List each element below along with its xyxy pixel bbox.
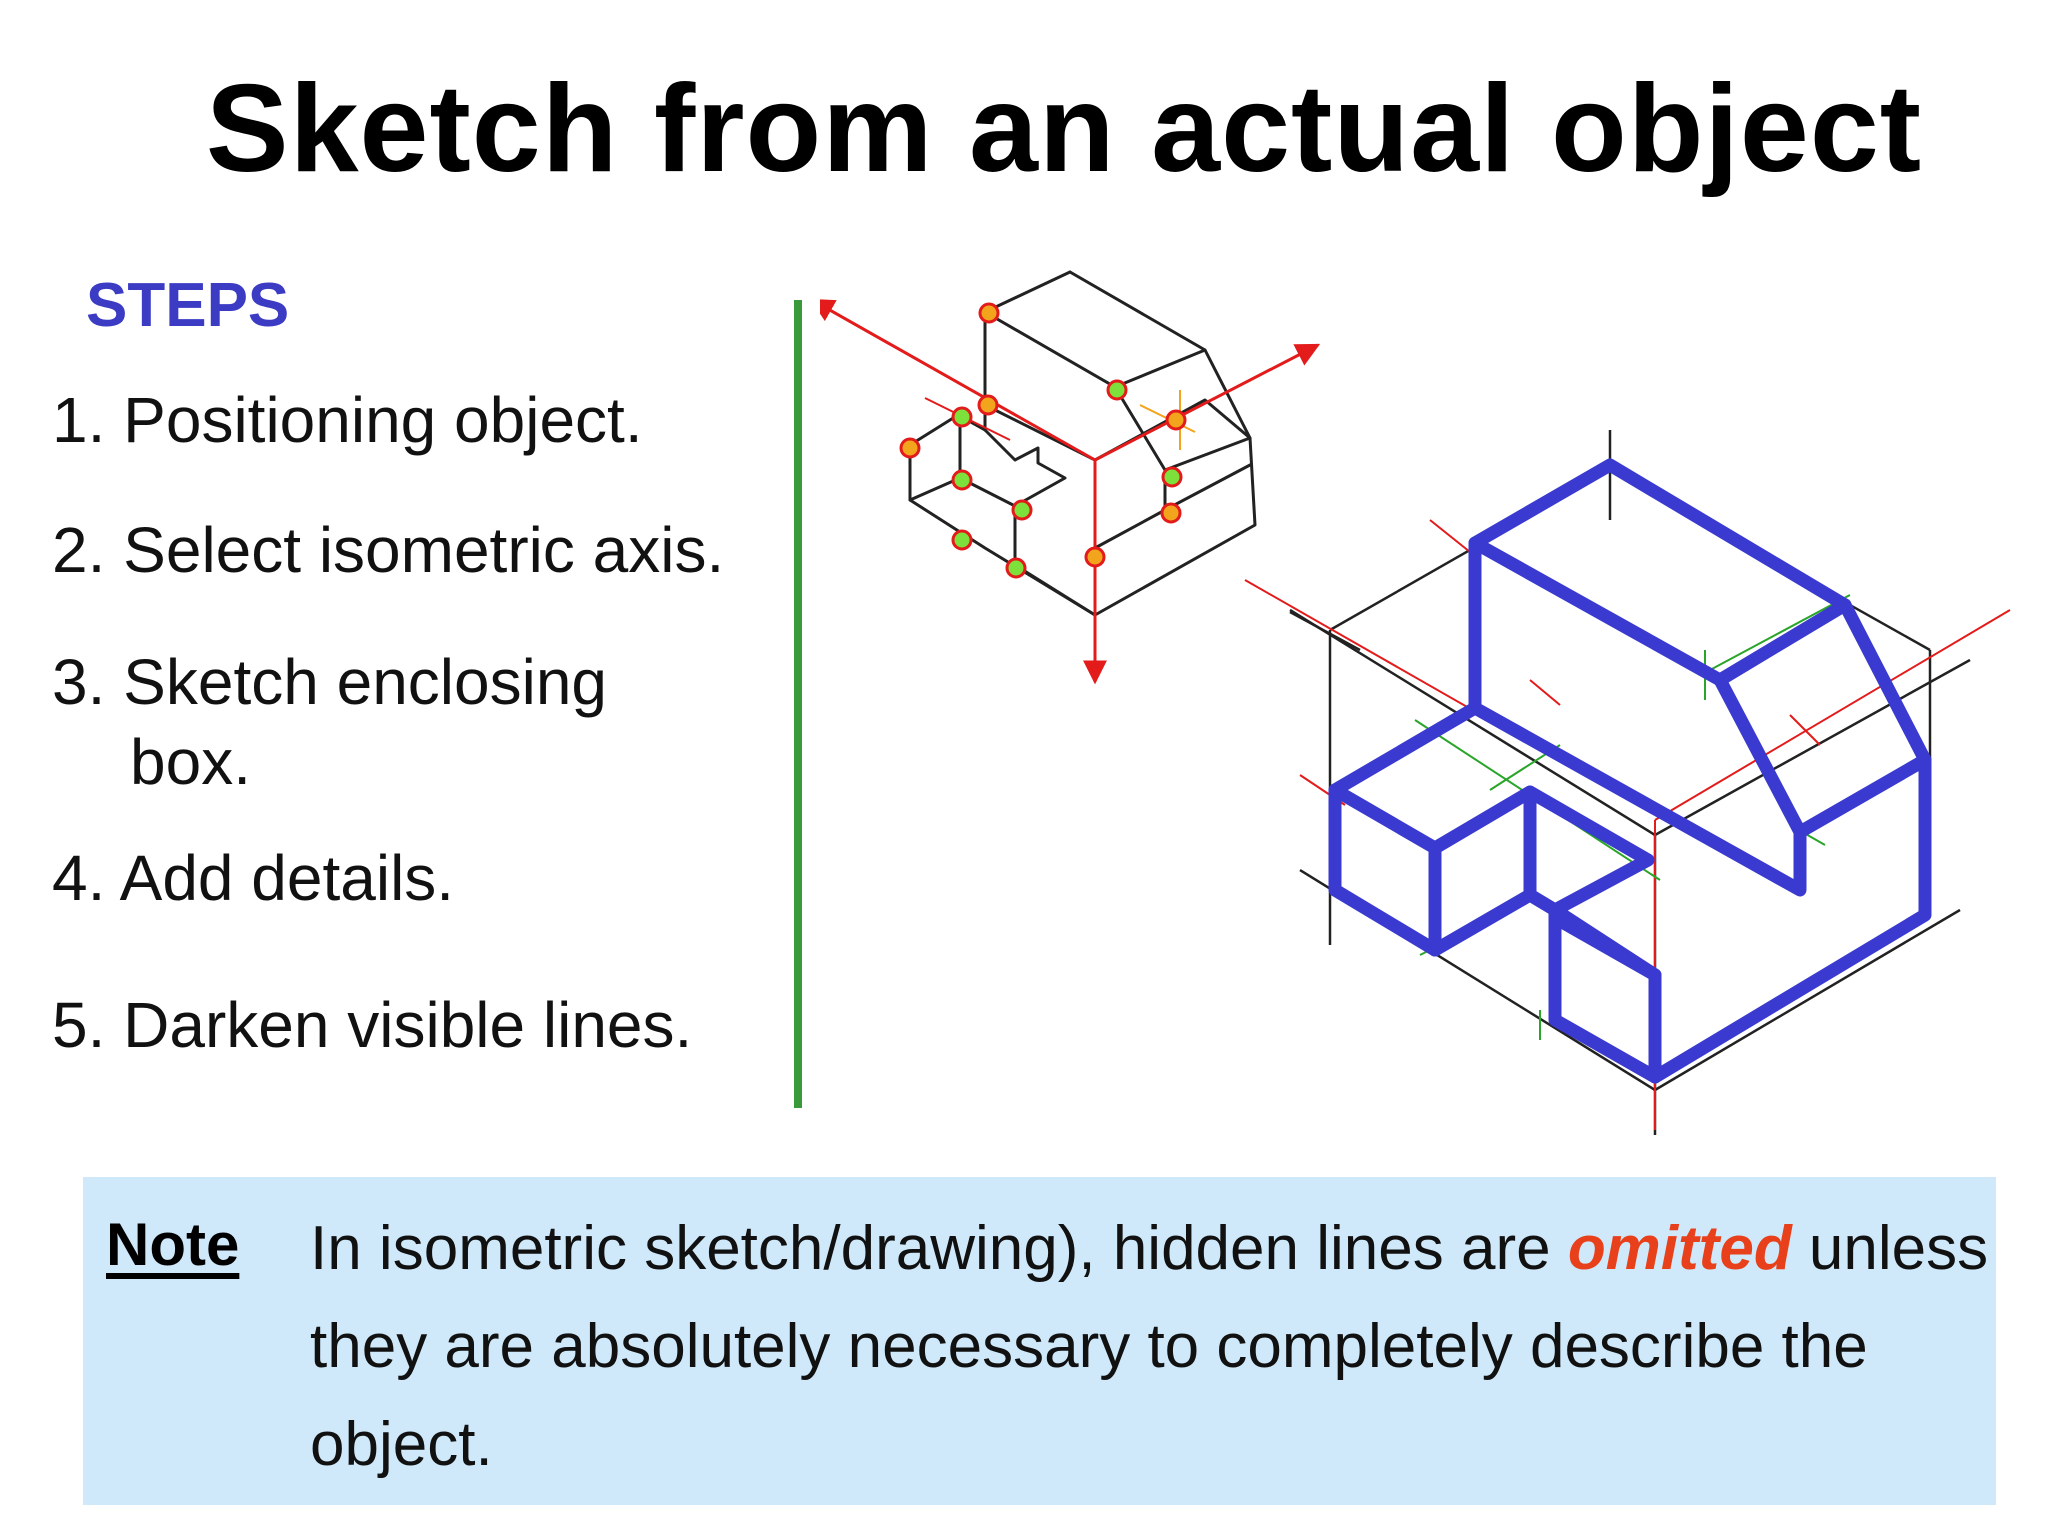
- note-emphasis: omitted: [1567, 1214, 1792, 1283]
- step-3-text: 3. Sketch enclosing: [52, 646, 607, 718]
- isometric-drawing-figure: [820, 270, 2011, 1135]
- reference-points: [899, 302, 1187, 579]
- reference-axes: [820, 298, 1321, 685]
- step-2: 2. Select isometric axis.: [52, 514, 725, 586]
- steps-heading: STEPS: [86, 271, 290, 340]
- final-drawing-icon: [1328, 458, 1932, 1084]
- note-text-before: In isometric sketch/drawing), hidden lin…: [310, 1214, 1568, 1283]
- reference-sketch-icon: [908, 270, 1257, 617]
- note-text-after: unless they are absolutely necessary to …: [310, 1214, 1989, 1479]
- step-5: 5. Darken visible lines.: [52, 989, 693, 1061]
- construction-red-lines: [1244, 519, 2011, 1130]
- step-1: 1. Positioning object.: [52, 384, 643, 456]
- step-3: 3. Sketch enclosing box.: [52, 642, 607, 802]
- page-title: Sketch from an actual object: [205, 60, 1923, 198]
- note-text: In isometric sketch/drawing), hidden lin…: [310, 1200, 1990, 1494]
- note-label: Note: [106, 1211, 240, 1278]
- step-3-continuation: box.: [130, 726, 251, 798]
- step-4: 4. Add details.: [52, 842, 455, 914]
- note-box: [83, 1177, 1996, 1505]
- divider-line: [794, 300, 802, 1108]
- enclosing-box-lines: [1289, 430, 1971, 1135]
